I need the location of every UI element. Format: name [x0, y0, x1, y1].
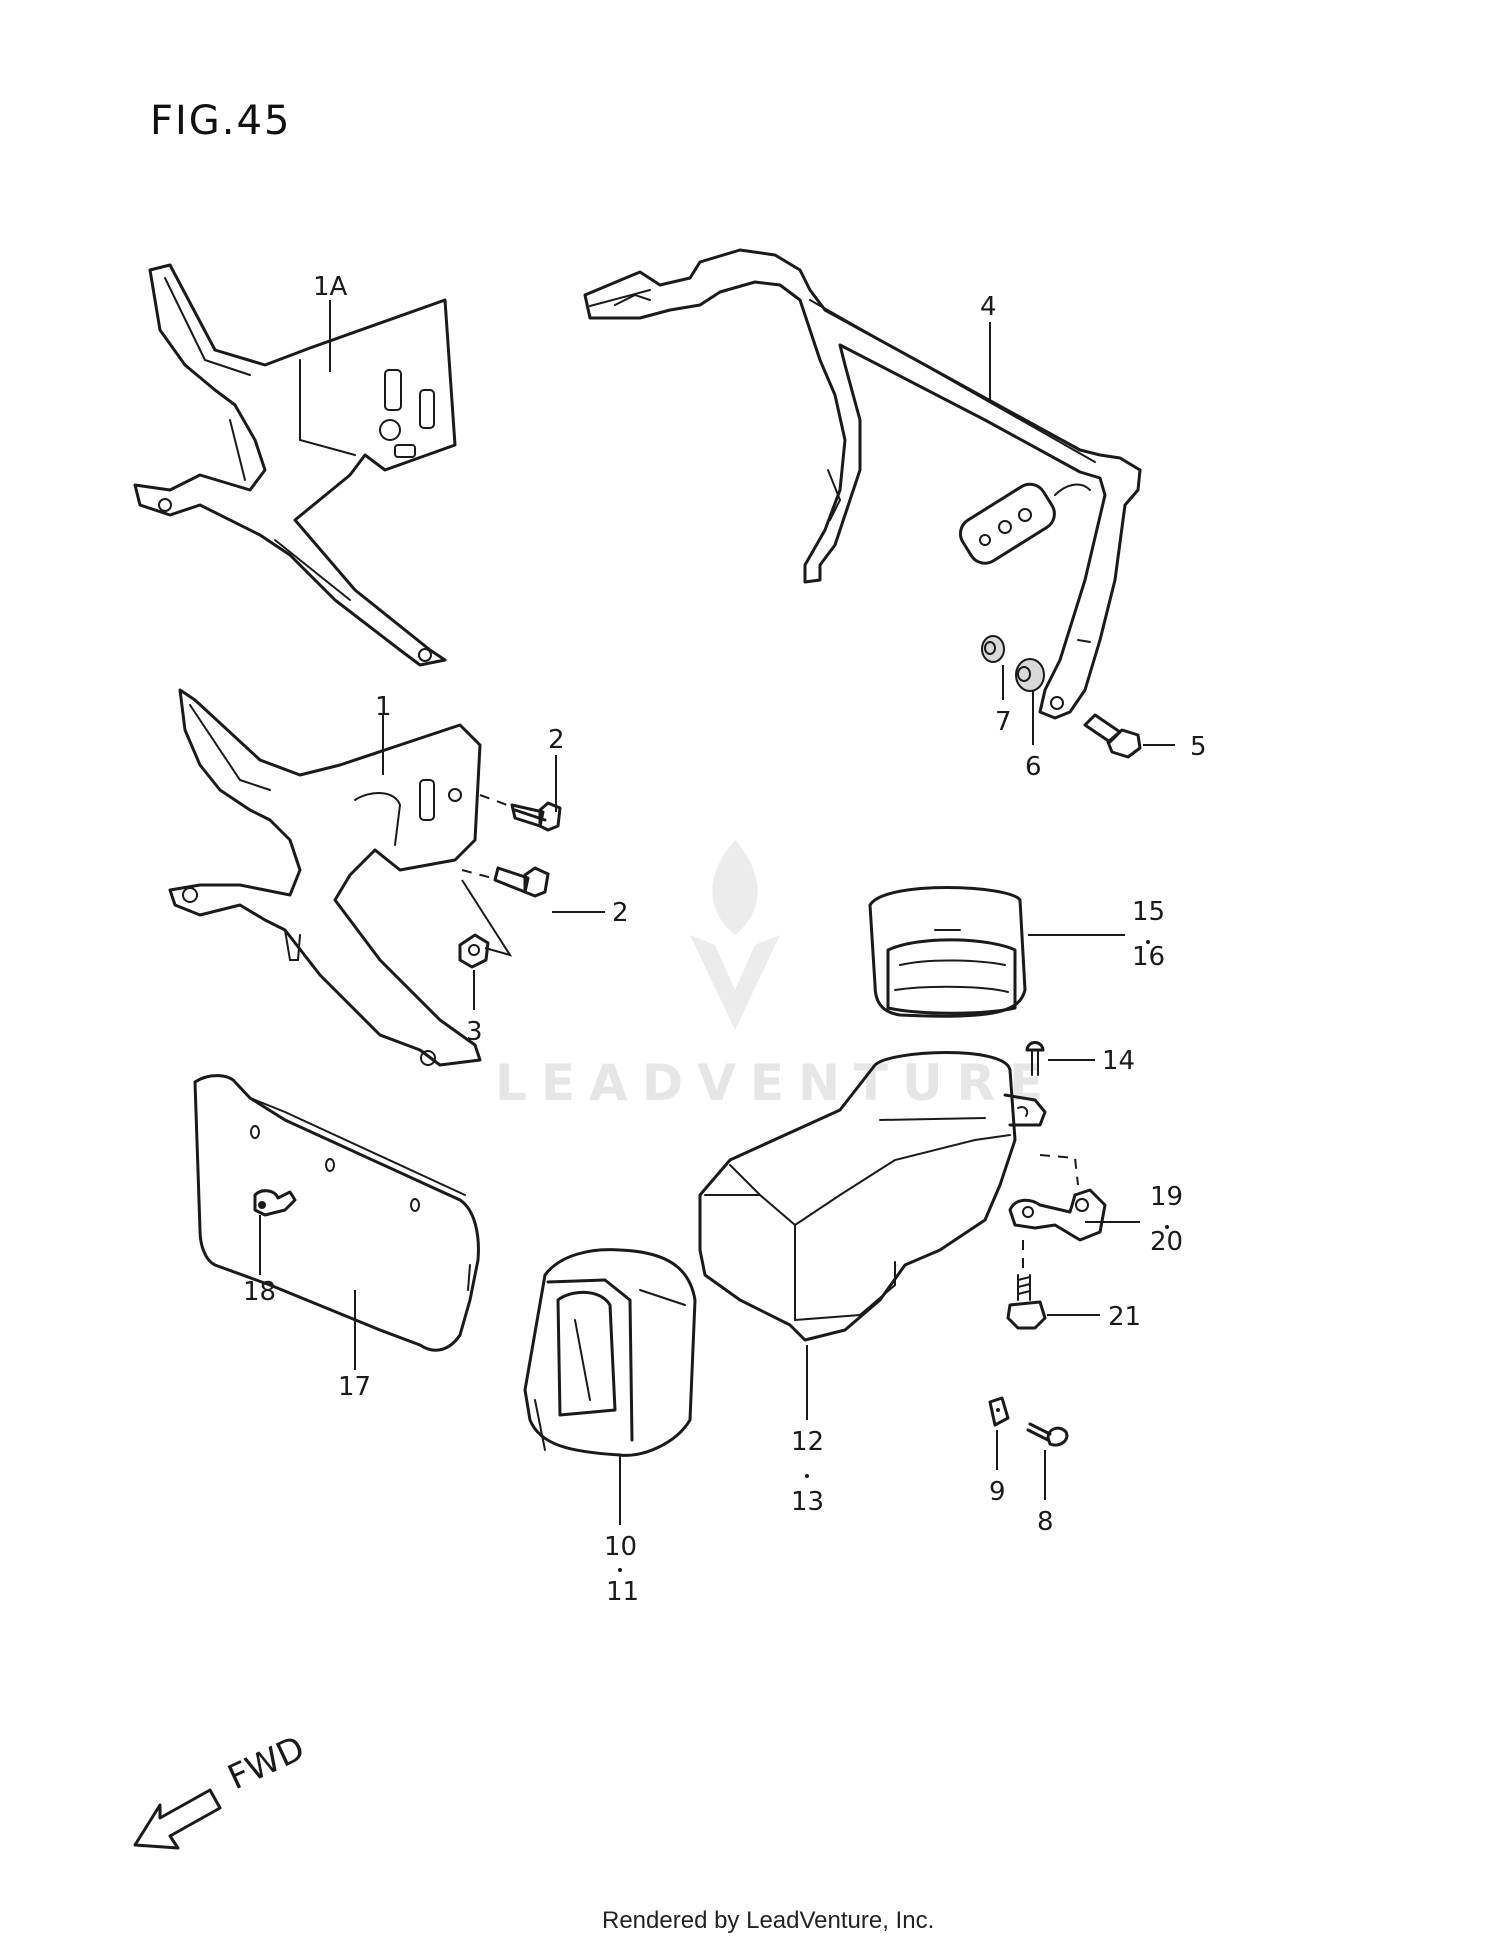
- part-15-16-air-duct[interactable]: [868, 886, 1027, 1018]
- callout-19: 19: [1150, 1182, 1183, 1212]
- forward-arrow-icon: [133, 1788, 222, 1850]
- watermark: LEADVENTURE: [495, 840, 1057, 1112]
- figure-title: FIG.45: [150, 98, 291, 144]
- callout-3: 3: [466, 1017, 483, 1047]
- part-19-20-clamp[interactable]: [1008, 1188, 1107, 1242]
- part-1a-bracket[interactable]: [133, 263, 457, 667]
- part-12-13-air-duct[interactable]: [698, 1051, 1047, 1342]
- callout-14: 14: [1102, 1046, 1135, 1076]
- callout-labels: 1A 1 2 2 3 4 5 6 7 8 9 10 11 12 13 14 15…: [243, 272, 1207, 1607]
- part-9-clip[interactable]: [988, 1396, 1010, 1427]
- part-18-clip[interactable]: [253, 1189, 297, 1217]
- part-1-bracket[interactable]: [168, 688, 482, 1067]
- callout-20: 20: [1150, 1227, 1183, 1257]
- part-14-screw[interactable]: [1025, 1041, 1045, 1076]
- part-10-11-funnel[interactable]: [523, 1248, 697, 1457]
- part-3-nut[interactable]: [458, 933, 490, 969]
- part-7-collar[interactable]: [981, 635, 1005, 663]
- callout-6: 6: [1025, 752, 1042, 782]
- forward-label: FWD: [222, 1728, 311, 1798]
- watermark-text: LEADVENTURE: [495, 1054, 1057, 1112]
- footer-credit: Rendered by LeadVenture, Inc.: [602, 1907, 934, 1934]
- callout-2-lower: 2: [612, 898, 629, 928]
- callout-8: 8: [1037, 1507, 1054, 1537]
- callout-12: 12: [791, 1427, 824, 1457]
- part-4-frame-rod[interactable]: [583, 248, 1142, 720]
- callout-9: 9: [989, 1477, 1006, 1507]
- callout-5: 5: [1190, 732, 1207, 762]
- callout-7: 7: [995, 707, 1012, 737]
- part-21-bolt[interactable]: [1006, 1274, 1047, 1330]
- callout-15: 15: [1132, 897, 1165, 927]
- callout-21: 21: [1108, 1302, 1141, 1332]
- callout-4: 4: [980, 292, 997, 322]
- callout-16: 16: [1132, 942, 1165, 972]
- part-6-grommet[interactable]: [1015, 658, 1045, 692]
- pair-separators: [618, 940, 1169, 1572]
- callout-18: 18: [243, 1277, 276, 1307]
- callout-10: 10: [604, 1532, 637, 1562]
- part-8-screw[interactable]: [1026, 1422, 1069, 1447]
- callout-13: 13: [791, 1487, 824, 1517]
- callout-17: 17: [338, 1372, 371, 1402]
- part-2-bolt-upper[interactable]: [510, 801, 562, 832]
- part-17-panel[interactable]: [193, 1074, 480, 1352]
- leader-lines: [259, 300, 1175, 1525]
- callout-1a: 1A: [313, 272, 348, 302]
- part-5-bolt[interactable]: [1083, 713, 1142, 759]
- callout-11: 11: [606, 1577, 639, 1607]
- callout-1: 1: [375, 692, 392, 722]
- part-2-bolt-lower[interactable]: [493, 866, 550, 898]
- callout-2-upper: 2: [548, 725, 565, 755]
